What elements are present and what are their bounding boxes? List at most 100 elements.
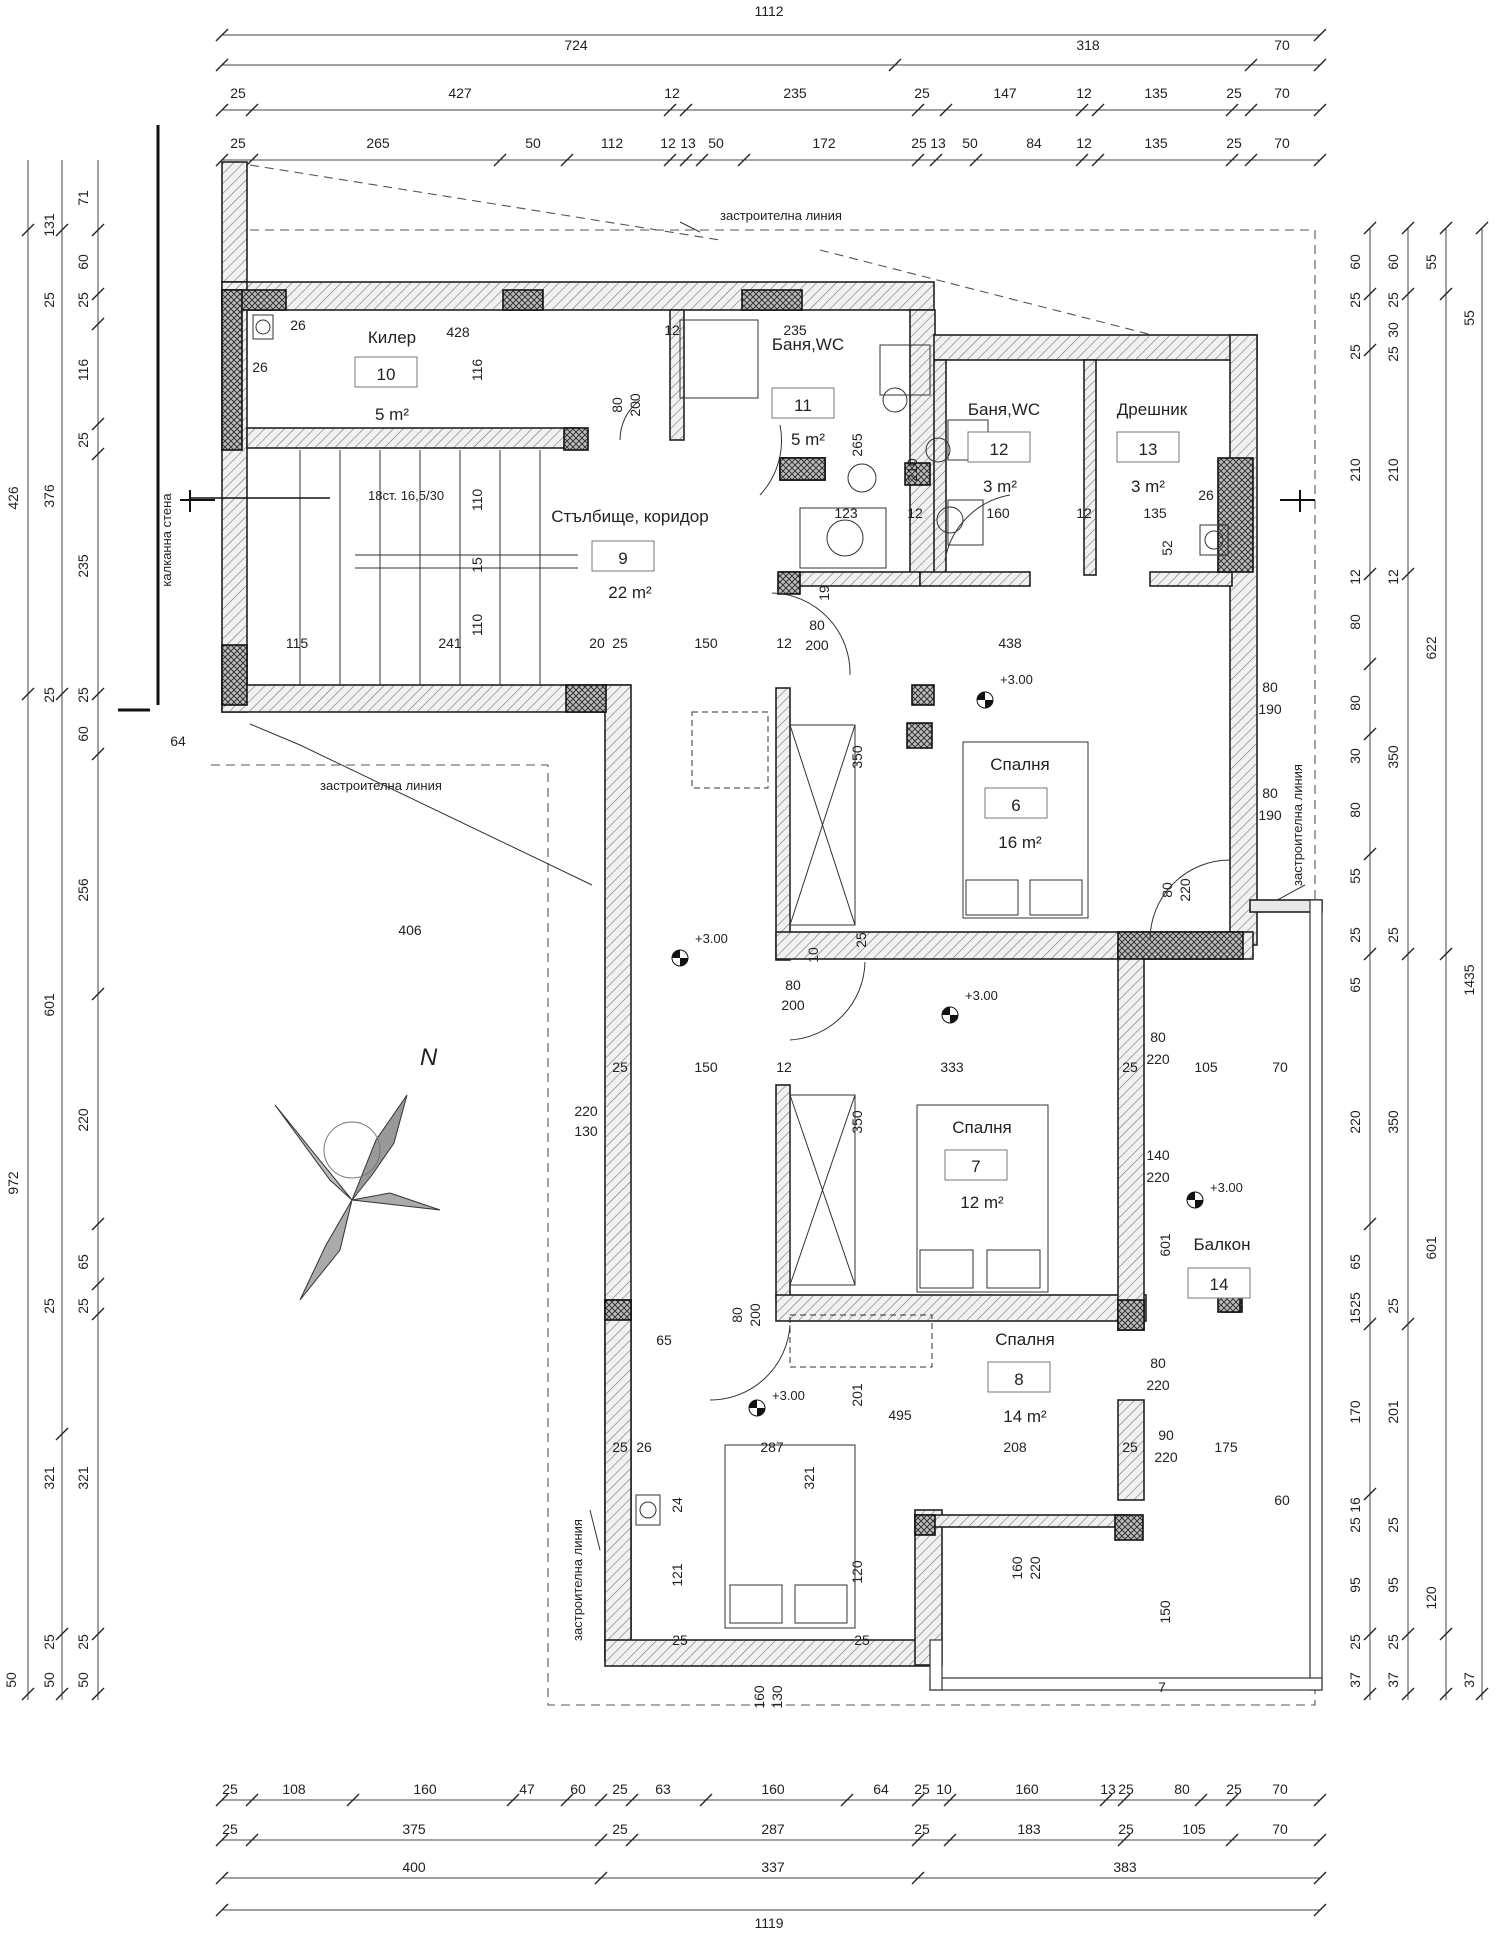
- dim-text: 60: [75, 254, 91, 270]
- dim-text: 12: [907, 505, 923, 521]
- dim-text: 70: [1274, 135, 1290, 151]
- dim-text: 25: [853, 932, 869, 948]
- dim-text: 210: [1347, 458, 1363, 482]
- dim-text: 12: [664, 85, 680, 101]
- dim-text: 220: [1146, 1377, 1170, 1393]
- dim-text: 321: [75, 1466, 91, 1490]
- dim-text: 12: [776, 1059, 792, 1075]
- dim-text: 12: [1385, 569, 1401, 585]
- dim-text: 25: [1385, 1517, 1401, 1533]
- dim-text: 30: [1347, 748, 1363, 764]
- dim-text: 115: [286, 635, 309, 651]
- dim-text: 37: [1385, 1672, 1401, 1688]
- dim-text: 55: [1347, 868, 1363, 884]
- dim-text: 25: [914, 1821, 930, 1837]
- dim-text: 50: [3, 1672, 19, 1688]
- dim-text: 25: [612, 1059, 628, 1075]
- dim-text: 13: [680, 135, 696, 151]
- dim-text: 25: [1347, 927, 1363, 943]
- dim-text: 220: [1146, 1169, 1170, 1185]
- room-number: 6: [1011, 796, 1020, 815]
- room-area: 3 m²: [1131, 477, 1165, 496]
- dim-text: 80: [1347, 695, 1363, 711]
- dim-text: 200: [747, 1303, 763, 1327]
- left-dimensions: 426 972 131 376 601 321 50 71 60 25 116 …: [3, 190, 186, 1688]
- notes: застроителна линия застроителна линия за…: [159, 208, 1305, 1641]
- dim-text: 25: [75, 432, 91, 448]
- north-label: N: [420, 1044, 438, 1071]
- dim-text: 287: [760, 1439, 784, 1455]
- dim-text: 13: [930, 135, 946, 151]
- dim-text: 71: [75, 190, 91, 206]
- dim-text: 350: [1385, 1110, 1401, 1134]
- dim-text: 25: [1347, 344, 1363, 360]
- room-name: Баня,WC: [772, 335, 844, 354]
- dim-text: 25: [1385, 927, 1401, 943]
- dim-text: 350: [849, 745, 865, 769]
- dim-text: 337: [761, 1859, 785, 1875]
- dim-text: 241: [438, 635, 462, 651]
- dim-text: 287: [761, 1821, 785, 1837]
- room-number: 10: [377, 365, 396, 384]
- room-number: 9: [618, 549, 627, 568]
- dim-text: 235: [783, 85, 807, 101]
- dim-text: 383: [1113, 1859, 1137, 1875]
- dim-text: 47: [519, 1781, 535, 1797]
- dim-text: 318: [1076, 37, 1100, 53]
- dim-text: 70: [1272, 1821, 1288, 1837]
- room-number: 7: [971, 1157, 980, 1176]
- right-dimensions: 60 25 25 210 12 80 80 30 80 55 25 65 220…: [1347, 254, 1477, 1688]
- dim-text: 25: [222, 1781, 238, 1797]
- dim-text: 80: [729, 1307, 745, 1323]
- room-area: 22 m²: [608, 583, 652, 602]
- dim-text: 37: [1347, 1672, 1363, 1688]
- gable-wall-label: калканна стена: [159, 493, 174, 587]
- dim-text: 55: [1461, 310, 1477, 326]
- dim-text: 50: [708, 135, 724, 151]
- room-area: 5 m²: [375, 405, 409, 424]
- dim-text: 25: [914, 85, 930, 101]
- dim-text: 220: [1146, 1051, 1170, 1067]
- dim-text: 200: [781, 997, 805, 1013]
- dim-text: 12: [664, 322, 680, 338]
- dim-text: 105: [1182, 1821, 1206, 1837]
- dim-text: 25: [612, 1821, 628, 1837]
- dim-text: 50: [75, 1672, 91, 1688]
- dim-text: 208: [1003, 1439, 1027, 1455]
- dim-text: 201: [1385, 1400, 1401, 1424]
- dim-text: 24: [669, 1497, 685, 1513]
- dim-text: 121: [669, 1563, 685, 1587]
- dim-text: 25: [41, 1298, 57, 1314]
- room-name: Спалня: [990, 755, 1049, 774]
- level-markers: +3.00 +3.00 +3.00 +3.00 +3.00: [671, 672, 1243, 1417]
- room-number: 8: [1014, 1370, 1023, 1389]
- dim-text: 80: [1347, 614, 1363, 630]
- room-name: Стълбище, коридор: [551, 507, 708, 526]
- room-number: 12: [990, 440, 1009, 459]
- dim-text: 265: [366, 135, 390, 151]
- dim-text: 120: [849, 1560, 865, 1584]
- dim-text: 65: [656, 1332, 672, 1348]
- dim-text: 601: [41, 993, 57, 1017]
- dim-text: 25: [1226, 85, 1242, 101]
- dim-text: 160: [986, 505, 1010, 521]
- dim-text: 37: [1461, 1672, 1477, 1688]
- dim-text: 210: [904, 458, 920, 482]
- dim-text: 972: [5, 1171, 21, 1195]
- dim-text: 64: [170, 733, 186, 749]
- dim-text: 26: [252, 359, 268, 375]
- dim-text: 19: [816, 585, 832, 601]
- level-label: +3.00: [1210, 1180, 1243, 1195]
- dim-text: 70: [1272, 1059, 1288, 1075]
- dim-text: 55: [1423, 254, 1439, 270]
- dim-text: 15: [469, 557, 485, 573]
- dim-text: 84: [1026, 135, 1042, 151]
- room-area: 5 m²: [791, 430, 825, 449]
- dim-text: 25: [914, 1781, 930, 1797]
- dim-text: 70: [1272, 1781, 1288, 1797]
- dim-text: 95: [1385, 1577, 1401, 1593]
- stairs-label: 18ст. 16,5/30: [368, 488, 444, 503]
- dim-text: 26: [290, 317, 306, 333]
- dim-text: 30: [1385, 322, 1401, 338]
